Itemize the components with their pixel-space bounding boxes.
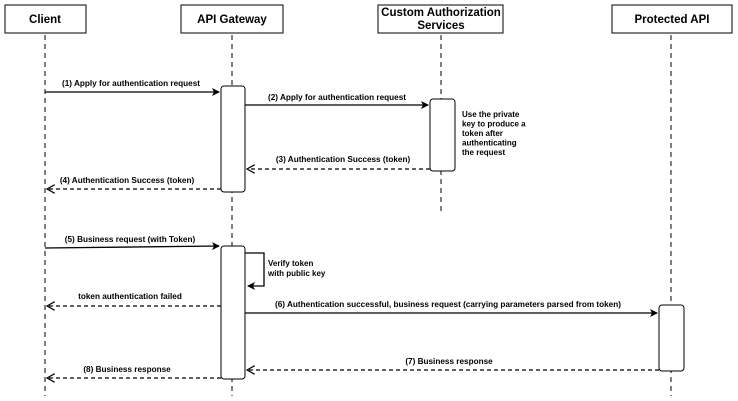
- message-5-arrow: [44, 242, 220, 251]
- note-verify-line2: with public key: [267, 269, 326, 278]
- note-private-key-line4: authenticating: [462, 139, 517, 148]
- actor-auth-service-label-line1: Custom Authorization: [381, 7, 501, 19]
- note-private-key-line3: token after: [462, 129, 503, 138]
- message-5-label: (5) Business request (with Token): [65, 235, 196, 244]
- message-auth-failed-label: token authentication failed: [78, 292, 182, 301]
- actor-protected-api: Protected API: [611, 4, 733, 34]
- gateway-activation-2: [220, 245, 246, 380]
- message-4-label: (4) Authentication Success (token): [60, 176, 195, 185]
- note-private-key: Use the private key to produce a token a…: [462, 110, 526, 157]
- note-private-key-line1: Use the private: [462, 110, 520, 119]
- note-private-key-line5: the request: [462, 148, 505, 157]
- message-3-label: (3) Authentication Success (token): [276, 155, 411, 164]
- note-private-key-line2: key to produce a: [462, 120, 526, 129]
- actor-auth-service-label-line2: Services: [417, 20, 464, 32]
- actor-api-gateway-label: API Gateway: [197, 14, 267, 26]
- actor-client: Client: [4, 4, 87, 34]
- message-2-label: (2) Apply for authentication request: [268, 93, 406, 102]
- gateway-activation-1: [220, 85, 246, 193]
- message-7-label: (7) Business response: [405, 357, 493, 366]
- protected-api-activation: [658, 304, 685, 372]
- message-8-label: (8) Business response: [83, 365, 171, 374]
- actor-auth-service: Custom Authorization Services: [377, 4, 504, 34]
- actor-protected-api-label: Protected API: [635, 14, 710, 26]
- actor-client-label: Client: [29, 14, 61, 26]
- auth-service-activation: [429, 98, 456, 172]
- message-6-label: (6) Authentication successful, business …: [275, 300, 621, 309]
- note-verify-line1: Verify token: [268, 259, 313, 268]
- self-call-verify-arrow: [245, 252, 265, 290]
- actor-api-gateway: API Gateway: [180, 4, 284, 34]
- message-1-label: (1) Apply for authentication request: [62, 79, 200, 88]
